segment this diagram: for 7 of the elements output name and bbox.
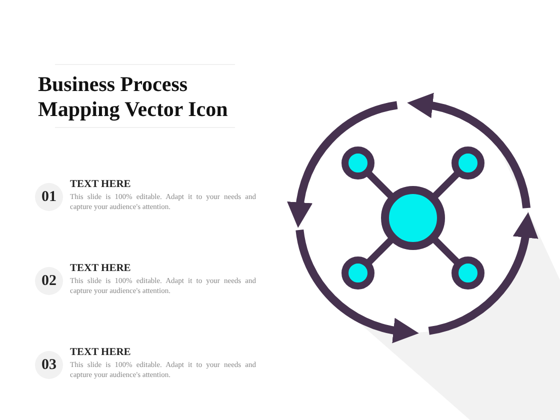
item-heading: TEXT HERE	[70, 347, 131, 358]
number-circle: 01	[35, 183, 63, 211]
slide-title: Business Process Mapping Vector Icon	[38, 72, 229, 122]
number-circle: 02	[35, 267, 63, 295]
item-heading: TEXT HERE	[70, 179, 131, 190]
number-circle: 03	[35, 351, 63, 379]
item-heading: TEXT HERE	[70, 263, 131, 274]
